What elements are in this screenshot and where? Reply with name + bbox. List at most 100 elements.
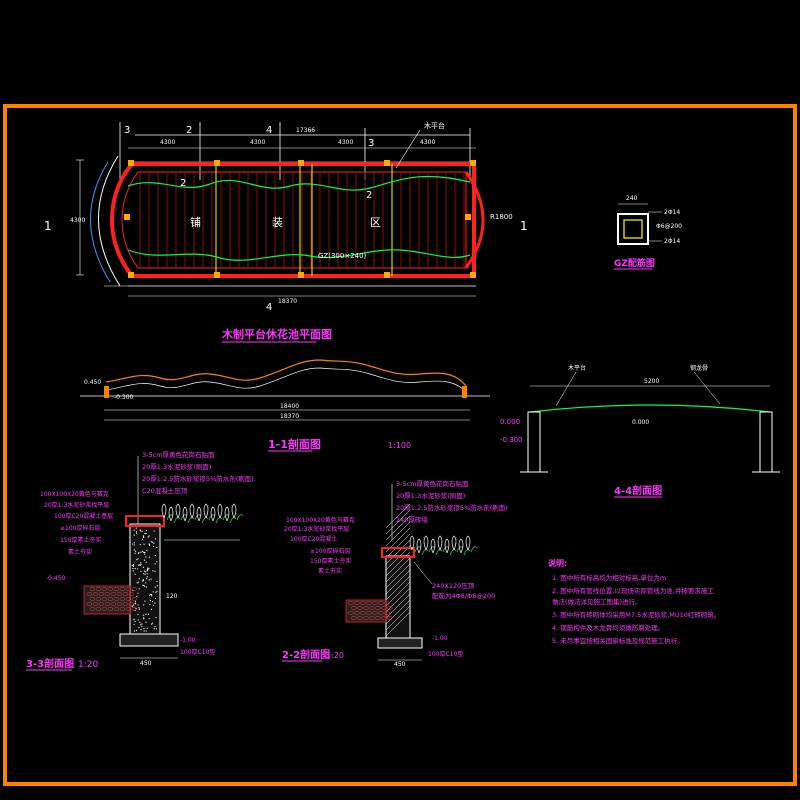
gravel-stone [122, 602, 129, 606]
gz-rebar-2: Φ6@200 [656, 223, 682, 230]
concrete-speck [154, 597, 157, 600]
sec33-concrete-fill [131, 527, 158, 632]
sec44-level-1: 0.000 [500, 418, 520, 426]
concrete-speck [139, 564, 142, 566]
sec44-level-3: 0.000 [632, 419, 649, 426]
plant-leaf [182, 506, 188, 522]
sec22-left-5: 150厚素土夯实 [310, 557, 351, 565]
concrete-speck [141, 550, 144, 552]
plan-top-dim-3: 4300 [338, 139, 353, 146]
section-3-3: 3-5cm厚黄色花岗石贴面 20厚1:3水泥砂浆(刷面) 20厚1:2.5防水砂… [26, 450, 254, 671]
sec22-layer-4: 240厚砖墙 [396, 515, 428, 524]
concrete-speck [132, 570, 134, 572]
plant-leaf [224, 506, 230, 522]
brick-hatch-line [386, 612, 410, 636]
gravel-stone [354, 611, 360, 615]
plant-stem [173, 517, 181, 524]
brick-hatch-line [386, 588, 410, 612]
concrete-speck [136, 582, 138, 584]
gravel-stone [89, 587, 96, 591]
plant-leaf [444, 538, 450, 554]
gravel-stone [381, 616, 387, 620]
gravel-stone [125, 597, 132, 601]
gravel-stone [375, 616, 381, 620]
plant-stem [435, 549, 443, 556]
plan-curve-lower [127, 249, 471, 261]
sec33-footing [119, 633, 179, 647]
concrete-speck [138, 626, 140, 629]
gravel-stone [128, 602, 135, 606]
gravel-stone [119, 597, 126, 601]
concrete-speck [143, 627, 145, 630]
gravel-stone [116, 592, 123, 596]
gravel-stone [357, 616, 363, 620]
concrete-speck [145, 532, 147, 535]
plan-overall-dim: 17366 [296, 127, 315, 134]
sec22-foot: 100厚C10垫 [428, 650, 463, 658]
concrete-speck [141, 530, 143, 532]
sec22-cap [381, 547, 415, 558]
concrete-speck [145, 630, 147, 632]
gravel-stone [348, 611, 354, 615]
sec33-dim-1: 120 [166, 593, 178, 600]
gravel-stone [363, 616, 369, 620]
gravel-stone [125, 607, 132, 611]
concrete-speck [145, 571, 147, 573]
notes-item-4: 3. 图中所有砖砌体均采用M7.5水泥砂浆,MU10红砖砌筑。 [552, 610, 720, 619]
concrete-speck [146, 568, 149, 570]
concrete-speck [133, 529, 135, 531]
notes-title: 说明: [548, 558, 567, 568]
concrete-speck [145, 582, 147, 584]
concrete-speck [137, 613, 139, 615]
sec22-left-4: ≥100厚碎石层 [310, 547, 350, 555]
concrete-speck [144, 600, 146, 602]
concrete-speck [140, 562, 142, 564]
concrete-speck [150, 608, 153, 610]
gravel-stone [95, 597, 102, 601]
gravel-stone [387, 616, 393, 620]
gravel-stone [101, 597, 108, 601]
sec44-right-pier [759, 411, 773, 473]
concrete-speck [133, 630, 135, 632]
concrete-speck [145, 586, 148, 588]
gravel-stone [86, 602, 93, 606]
concrete-speck [139, 530, 142, 532]
plan-bottom-dim: 18370 [278, 298, 297, 305]
concrete-speck [133, 544, 135, 546]
concrete-speck [154, 570, 156, 572]
sec22-scale: 1:20 [326, 651, 344, 660]
sec33-cap [125, 515, 165, 527]
plan-deck-inner [121, 171, 467, 269]
sec11-scale: 1:100 [388, 441, 411, 450]
concrete-speck [135, 629, 138, 632]
sec11-dim-1: 18400 [280, 403, 299, 410]
plant-leaf [430, 538, 436, 554]
plan-axis-mark-3: 3 [124, 125, 130, 136]
sec11-level-1: 0.450 [84, 379, 101, 386]
concrete-speck [137, 558, 139, 560]
concrete-speck [133, 619, 135, 621]
concrete-speck [134, 552, 136, 554]
concrete-speck [134, 567, 136, 570]
sec22-layer-3: 20厚1:2.5防水砂浆掺5%防水剂(刷面) [396, 503, 508, 512]
concrete-speck [135, 531, 137, 533]
concrete-speck [148, 579, 150, 581]
plant-leaf [210, 506, 216, 522]
notes-item-2: 2. 图中所有管线位置,以现场实际管线为准,并按要求施工 [552, 586, 714, 595]
gravel-stone [119, 587, 126, 591]
gravel-stone [122, 592, 129, 596]
gravel-stone [360, 611, 366, 615]
concrete-speck [134, 573, 136, 575]
concrete-speck [156, 580, 158, 583]
concrete-speck [143, 570, 146, 572]
concrete-speck [153, 542, 155, 544]
concrete-speck [145, 621, 147, 623]
sec22-dim-1: 450 [394, 661, 406, 668]
concrete-speck [143, 584, 145, 587]
concrete-speck [150, 578, 152, 580]
plan-view: 3 2 4 3 4300 4300 4300 4300 17366 18370 … [44, 121, 528, 343]
sec22-footing [377, 637, 423, 649]
plan-callout-deck: 木平台 [424, 121, 445, 130]
concrete-speck [140, 570, 142, 572]
plan-title: 木制平台休花池平面图 [221, 327, 332, 341]
